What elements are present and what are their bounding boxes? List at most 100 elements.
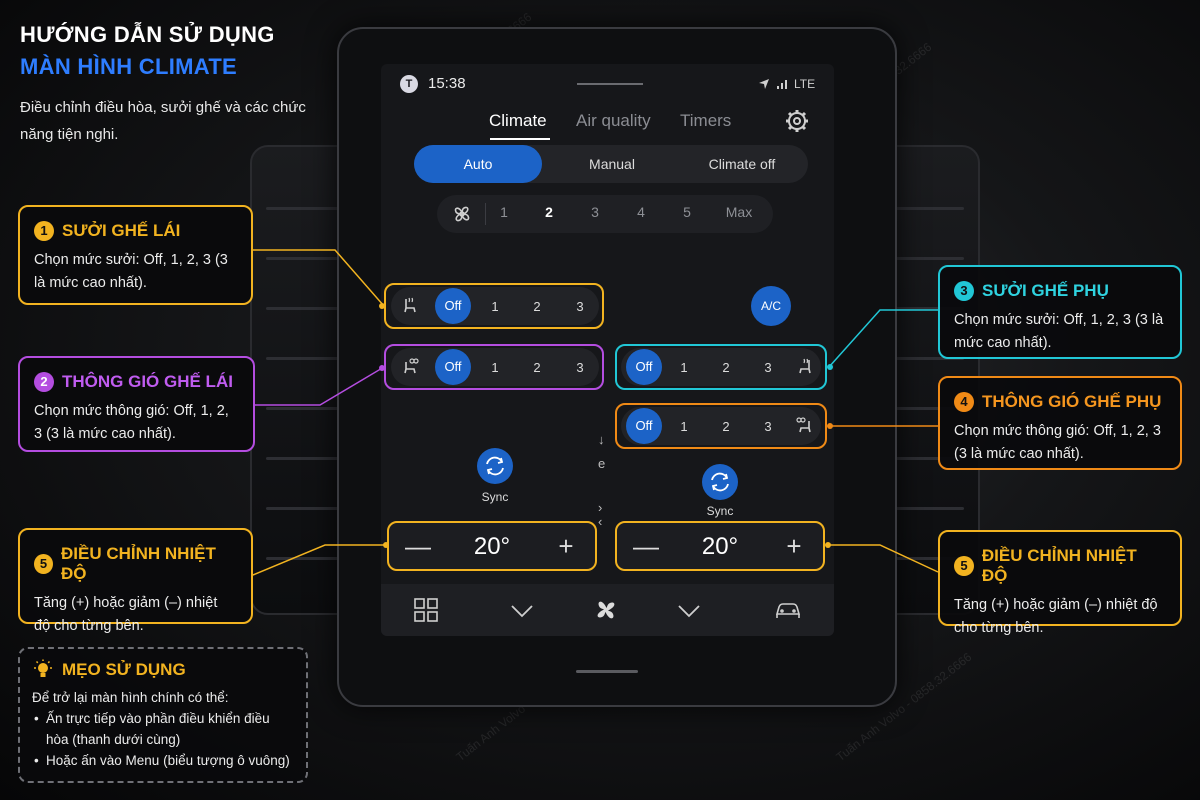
home-indicator[interactable] [576, 670, 638, 673]
seat-vent-icon [796, 417, 811, 433]
driver-heat-level-3[interactable]: 3 [576, 299, 584, 314]
callout-title: SƯỞI GHẾ PHỤ [982, 281, 1109, 300]
driver-seat-vent-row [384, 344, 604, 390]
seat-vent-icon [404, 358, 419, 374]
callout-number: 5 [34, 554, 54, 574]
mode-auto-button[interactable]: Auto [414, 145, 542, 183]
arrow-down-icon: ↓ [598, 432, 605, 447]
driver-heat-level-2[interactable]: 2 [533, 299, 541, 314]
temp-decrease-right-button[interactable]: — [633, 531, 659, 561]
chevron-down-icon[interactable] [508, 596, 536, 624]
mode-manual-button[interactable]: Manual [589, 156, 635, 172]
fan-speed-3[interactable]: 3 [591, 204, 599, 220]
tip-item: Hoặc ấn vào Menu (biểu tượng ô vuông) [32, 750, 294, 771]
page-subtitle: MÀN HÌNH CLIMATE [20, 54, 238, 79]
callout-number: 4 [954, 392, 974, 412]
passenger-vent-level-3[interactable]: 3 [764, 419, 772, 434]
fan-speed-5[interactable]: 5 [683, 204, 691, 220]
location-icon [759, 79, 769, 89]
callout-passenger-seat-heat: 3 SƯỞI GHẾ PHỤ Chọn mức sưởi: Off, 1, 2, … [938, 265, 1182, 359]
chevron-down-icon[interactable] [675, 596, 703, 624]
sync-label-right: Sync [706, 504, 734, 518]
passenger-heat-level-2[interactable]: 2 [722, 360, 730, 375]
temp-decrease-left-button[interactable]: — [405, 531, 431, 561]
callout-title: ĐIỀU CHỈNH NHIỆT ĐỘ [981, 546, 1137, 585]
passenger-vent-level-1[interactable]: 1 [680, 419, 688, 434]
temp-control-right: — 20° + [615, 521, 825, 571]
callout-title: THÔNG GIÓ GHẾ LÁI [62, 372, 233, 391]
intro-text: Điều chỉnh điều hòa, sưởi ghế và các chứ… [20, 99, 306, 143]
driver-vent-level-1[interactable]: 1 [491, 360, 499, 375]
passenger-heat-off-button[interactable]: Off [626, 349, 662, 385]
sync-button-right[interactable] [702, 464, 738, 500]
callout-title: THÔNG GIÓ GHẾ PHỤ [982, 392, 1162, 411]
driver-seat-vent-track [391, 348, 599, 386]
mode-climate-off-button[interactable]: Climate off [708, 156, 776, 172]
tab-climate[interactable]: Climate [489, 111, 547, 130]
usage-tip-box: MẸO SỬ DỤNG Để trở lại màn hình chính có… [18, 647, 308, 783]
temp-value-left: 20° [473, 533, 511, 560]
callout-number: 2 [34, 372, 54, 392]
callout-body: Chọn mức thông gió: Off, 1, 2, 3 (3 là m… [954, 423, 1161, 462]
tip-intro: Để trở lại màn hình chính có thể: [32, 690, 229, 705]
temp-increase-right-button[interactable]: + [786, 531, 802, 561]
tip-item: Ấn trực tiếp vào phần điều khiển điều hò… [32, 708, 294, 750]
page-title: HƯỚNG DẪN SỬ DỤNG [20, 22, 275, 47]
fan-speed-max[interactable]: Max [725, 204, 753, 220]
driver-heat-off-button[interactable]: Off [435, 288, 471, 324]
fan-speed-1[interactable]: 1 [500, 204, 508, 220]
callout-driver-seat-vent: 2 THÔNG GIÓ GHẾ LÁI Chọn mức thông gió: O… [18, 356, 255, 452]
callout-body: Tăng (+) hoặc giảm (–) nhiệt độ cho từng… [954, 597, 1158, 636]
passenger-seat-vent-row [615, 403, 827, 449]
signal-icon [777, 80, 787, 89]
avatar[interactable]: T [400, 75, 418, 93]
fan-icon [454, 206, 470, 222]
passenger-heat-level-3[interactable]: 3 [764, 360, 772, 375]
callout-number: 3 [954, 281, 974, 301]
temp-value-right: 20° [701, 533, 739, 560]
pull-down-handle[interactable] [577, 83, 643, 85]
sync-icon [486, 456, 504, 476]
driver-vent-level-2[interactable]: 2 [533, 360, 541, 375]
temp-control-left: — 20° + [387, 521, 597, 571]
driver-vent-off-button[interactable]: Off [435, 349, 471, 385]
passenger-heat-level-1[interactable]: 1 [680, 360, 688, 375]
callout-body: Chọn mức sưởi: Off, 1, 2, 3 (3 là mức ca… [954, 312, 1164, 351]
fan-speed-selector [437, 195, 773, 233]
callout-body: Tăng (+) hoặc giảm (–) nhiệt độ cho từng… [34, 595, 218, 634]
tip-title: MẸO SỬ DỤNG [62, 660, 186, 679]
tab-timers[interactable]: Timers [680, 111, 732, 130]
driver-seat-heat-row [384, 283, 604, 329]
sync-label-left: Sync [481, 490, 509, 504]
sync-icon [711, 472, 729, 492]
divider [485, 203, 486, 225]
callout-title: SƯỞI GHẾ LÁI [62, 221, 181, 240]
callout-temp-left: 5 ĐIỀU CHỈNH NHIỆT ĐỘ Tăng (+) hoặc giảm … [18, 528, 253, 634]
callout-body: Chọn mức sưởi: Off, 1, 2, 3 (3 là mức ca… [34, 252, 228, 291]
fan-speed-4[interactable]: 4 [637, 204, 645, 220]
passenger-seat-heat-row [615, 344, 827, 390]
sync-button-left[interactable] [477, 448, 513, 484]
gear-icon[interactable] [784, 108, 810, 134]
callout-number: 1 [34, 221, 54, 241]
driver-heat-level-1[interactable]: 1 [491, 299, 499, 314]
fan-speed-2[interactable]: 2 [545, 204, 553, 220]
status-time: 15:38 [428, 75, 466, 92]
callout-number: 5 [954, 556, 974, 576]
tab-underline [490, 138, 550, 140]
chevron-icon: › [598, 500, 603, 515]
callout-passenger-seat-vent: 4 THÔNG GIÓ GHẾ PHỤ Chọn mức thông gió: O… [938, 376, 1182, 470]
car-icon[interactable] [774, 596, 802, 624]
driver-seat-heat-track [391, 287, 599, 325]
ac-button[interactable]: A/C [751, 286, 791, 326]
driver-vent-level-3[interactable]: 3 [576, 360, 584, 375]
temp-increase-left-button[interactable]: + [558, 531, 574, 561]
tab-air-quality[interactable]: Air quality [576, 111, 651, 130]
callout-body: Chọn mức thông gió: Off, 1, 2, 3 (3 là m… [34, 403, 229, 442]
passenger-vent-level-2[interactable]: 2 [722, 419, 730, 434]
callout-title: ĐIỀU CHỈNH NHIỆT ĐỘ [61, 544, 216, 583]
menu-grid-icon[interactable] [412, 596, 440, 624]
passenger-vent-off-button[interactable]: Off [626, 408, 662, 444]
fan-icon[interactable] [592, 596, 620, 624]
chevron-icon: ‹ [598, 514, 603, 529]
